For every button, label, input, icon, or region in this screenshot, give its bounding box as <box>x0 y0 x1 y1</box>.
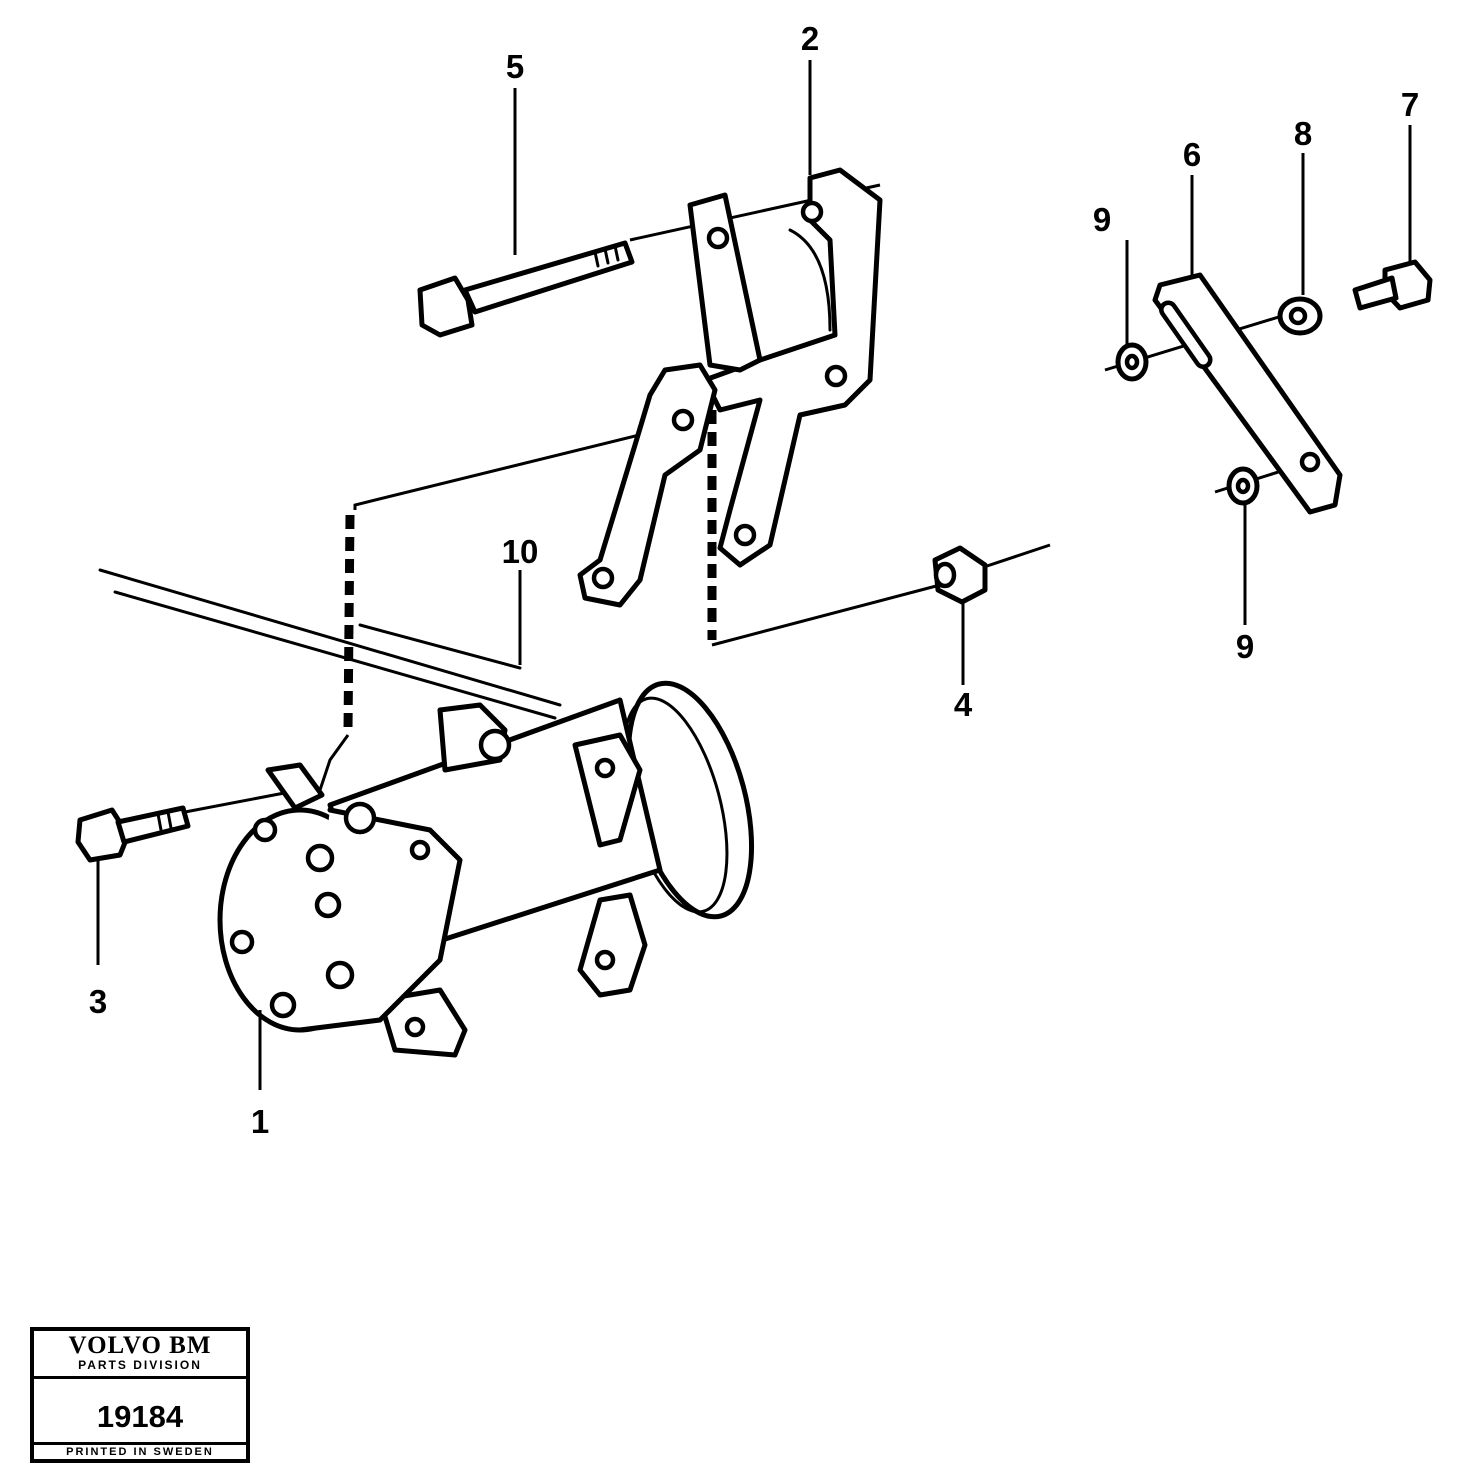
callout-9-lower: 9 <box>1235 628 1255 665</box>
callout-7: 7 <box>1400 86 1420 123</box>
callout-leaders <box>96 60 1412 1090</box>
adjustment-strap <box>1152 272 1343 515</box>
callout-5: 5 <box>505 48 525 85</box>
callout-2: 2 <box>800 20 820 57</box>
short-bolt <box>75 805 191 863</box>
long-bolt <box>417 240 635 338</box>
stamp-division: PARTS DIVISION <box>34 1359 246 1379</box>
nut <box>932 545 988 605</box>
stamp-drawing-number: 19184 <box>96 1399 184 1434</box>
callout-10: 10 <box>501 533 539 570</box>
mounting-bracket <box>577 167 883 608</box>
assembly-dashed-lines <box>184 183 1311 814</box>
parts-stamp: VOLVO BM PARTS DIVISION 19184 PRINTED IN… <box>30 1327 250 1463</box>
callout-8: 8 <box>1293 115 1313 152</box>
belt-lines <box>98 568 562 720</box>
callout-1: 1 <box>250 1103 270 1140</box>
stamp-brand: VOLVO BM <box>68 1332 212 1359</box>
callout-3: 3 <box>88 983 108 1020</box>
callout-9-upper: 9 <box>1092 201 1112 238</box>
strap-fasteners <box>1115 259 1433 506</box>
stamp-printed-note: PRINTED IN SWEDEN <box>34 1442 246 1459</box>
callout-6: 6 <box>1182 136 1202 173</box>
ac-compressor <box>217 680 755 1058</box>
callout-4: 4 <box>953 686 973 723</box>
